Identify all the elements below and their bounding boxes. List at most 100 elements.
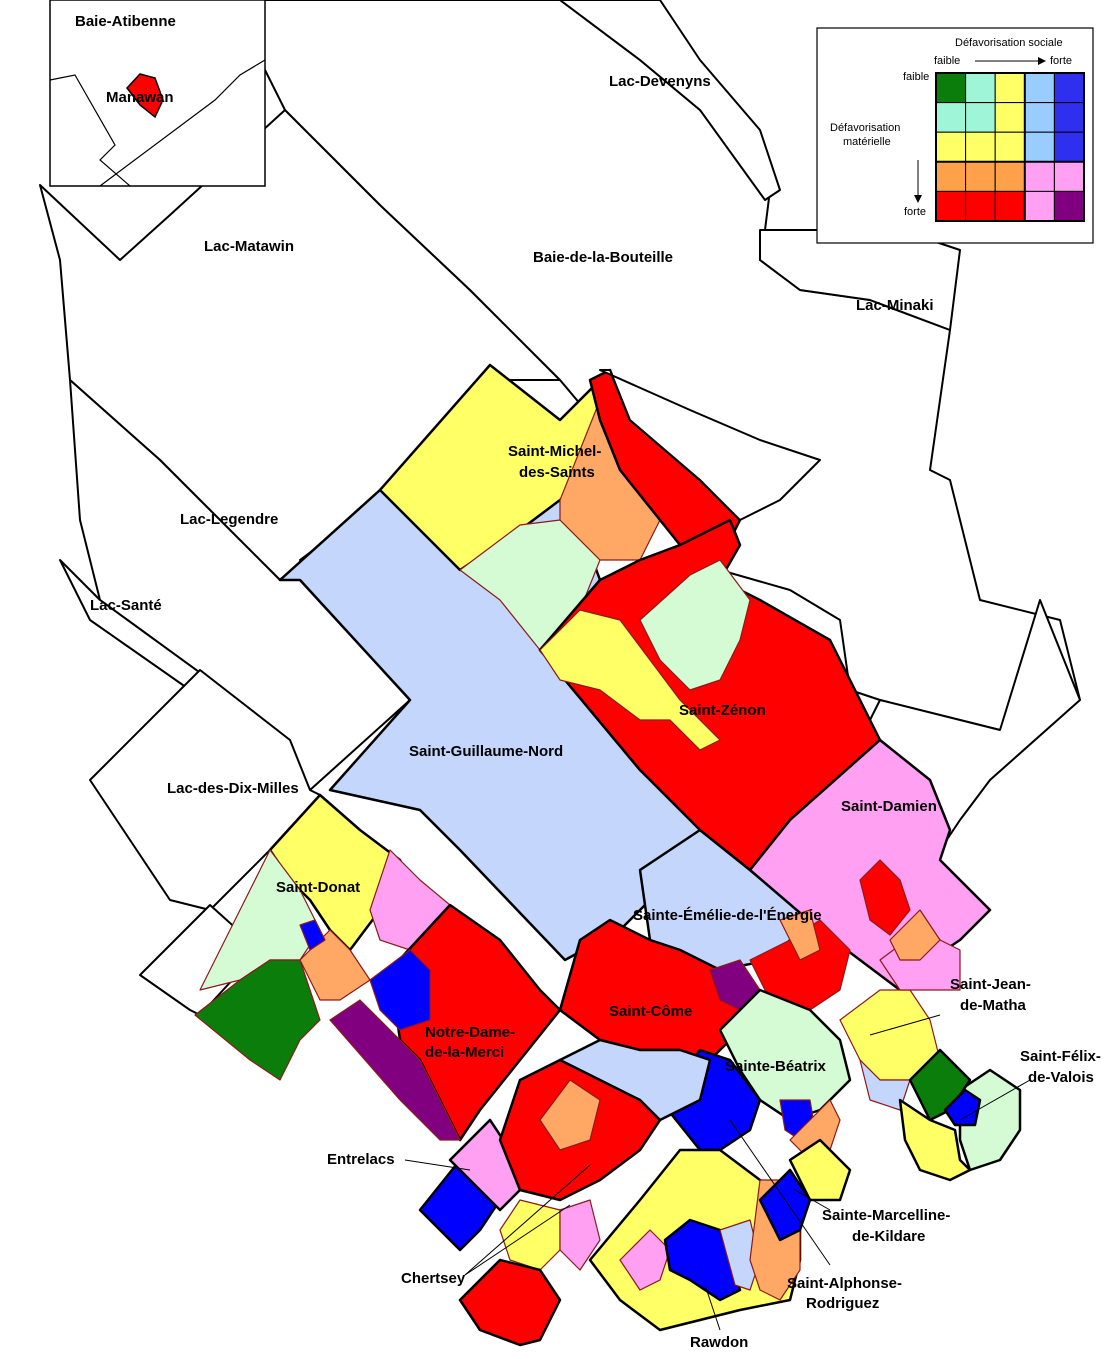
leader-ste-marcelline — [794, 1189, 831, 1211]
leader-chertsey-1 — [464, 1164, 591, 1276]
map-labels: Lac-Devenyns Lac-Matawin Baie-de-la-Bout… — [90, 73, 1101, 1351]
legend-x-high: forte — [1050, 55, 1072, 67]
label-sainte-emelie: Sainte-Émélie-de-l'Énergie — [633, 907, 822, 924]
legend-cell — [1024, 131, 1055, 163]
label-saint-donat: Saint-Donat — [276, 879, 360, 896]
legend-cell — [994, 72, 1026, 104]
region-saint-zenon-yellow — [539, 609, 721, 751]
region-saint-zenon-light-green — [639, 559, 751, 691]
legend-cell — [994, 102, 1026, 133]
region-saint-michel-light-green — [459, 519, 601, 651]
legend-cell — [994, 161, 1026, 192]
label-saint-felix-2: de-Valois — [1028, 1069, 1094, 1086]
region-notre-dame-purple — [329, 999, 461, 1141]
label-saint-zenon: Saint-Zénon — [679, 702, 766, 719]
region-saint-jean-orange — [889, 909, 941, 961]
region-saint-jean-pale-blue — [859, 1059, 911, 1111]
region-notre-dame-blue — [369, 949, 431, 1031]
legend-cell — [965, 190, 996, 222]
region-saint-felix-blue — [943, 1088, 982, 1127]
label-lac-devenyns: Lac-Devenyns — [609, 73, 711, 90]
legend-cell — [1053, 190, 1085, 222]
legend-cell — [935, 190, 967, 222]
label-saint-felix-1: Saint-Félix- — [1020, 1048, 1101, 1065]
leader-chertsey-2 — [464, 1204, 571, 1276]
inset-border-2 — [99, 59, 266, 187]
legend-cell — [965, 161, 996, 192]
label-lac-legendre: Lac-Legendre — [180, 511, 278, 528]
legend-cell — [1024, 102, 1055, 133]
legend-grid-outline — [935, 72, 1085, 222]
region-sainte-marcelline-blue — [758, 1168, 812, 1242]
legend-cell — [1053, 131, 1085, 163]
legend-y-title-2: matérielle — [843, 136, 891, 148]
label-lac-matawin: Lac-Matawin — [204, 238, 294, 255]
leader-rawdon — [704, 1284, 721, 1331]
region-saint-felix-de-valois-light-green — [958, 1068, 1022, 1172]
inset-region-manawan — [126, 73, 164, 119]
label-lac-minaki: Lac-Minaki — [856, 297, 934, 314]
label-saint-michel-1: Saint-Michel- — [508, 443, 601, 460]
unorganized-territories — [39, 0, 1081, 1016]
region-saint-donat-blue — [299, 919, 326, 951]
legend-y-arrowhead — [914, 195, 922, 203]
legend-cell — [1053, 102, 1085, 133]
label-notre-dame-1: Notre-Dame- — [425, 1024, 515, 1041]
legend-cell — [1053, 161, 1085, 192]
label-sainte-marcelline-2: de-Kildare — [852, 1228, 925, 1245]
legend-y-title-1: Défavorisation — [830, 122, 900, 134]
label-saint-jean-1: Saint-Jean- — [950, 976, 1031, 993]
region-saint-donat-green — [194, 959, 321, 1081]
label-notre-dame-2: de-la-Merci — [425, 1044, 504, 1061]
legend-cell — [935, 131, 967, 163]
leader-saint-jean — [869, 1014, 941, 1036]
legend-cell — [965, 131, 996, 163]
region-rawdon-blue — [663, 1218, 742, 1302]
region-ste-emelie-orange — [779, 909, 821, 961]
label-rawdon: Rawdon — [690, 1334, 748, 1351]
legend-y-high: forte — [904, 206, 926, 218]
legend-cell — [935, 161, 967, 192]
inset-border-1 — [49, 74, 131, 187]
legend-grid — [935, 72, 1085, 222]
leader-st-alphonse — [729, 1119, 831, 1266]
legend-cell — [994, 190, 1026, 222]
region-saint-zenon-red — [538, 518, 882, 872]
leader-entrelacs — [404, 1159, 471, 1171]
leader-lines — [404, 1014, 1031, 1331]
label-saint-guillaume-nord: Saint-Guillaume-Nord — [409, 743, 563, 760]
region-chertsey-red-south — [458, 1258, 562, 1347]
legend-cell — [965, 102, 996, 133]
label-entrelacs: Entrelacs — [327, 1151, 395, 1168]
legend-x-arrowhead — [1038, 57, 1046, 65]
label-saint-come: Saint-Côme — [609, 1003, 692, 1020]
legend-cell — [1024, 190, 1055, 222]
inset-label-baie-atibenne: Baie-Atibenne — [75, 13, 176, 30]
label-saint-michel-2: des-Saints — [519, 464, 595, 481]
label-saint-damien: Saint-Damien — [841, 798, 937, 815]
region-lac-devenyns — [559, 0, 781, 201]
region-saint-damien-red — [859, 859, 911, 936]
region-chertsey-pink — [559, 1199, 601, 1271]
label-sainte-beatrix: Sainte-Béatrix — [725, 1058, 827, 1075]
inset-map: Baie-Atibenne Manawan — [49, 0, 266, 187]
legend-cell — [1024, 72, 1055, 104]
label-sainte-marcelline-1: Sainte-Marcelline- — [822, 1207, 950, 1224]
label-saint-alphonse-1: Saint-Alphonse- — [787, 1275, 902, 1292]
legend-cell — [965, 72, 996, 104]
legend-cell — [935, 72, 967, 104]
region-chertsey-pale-blue — [558, 1038, 712, 1122]
region-chertsey-orange — [539, 1079, 601, 1151]
legend-title: Défavorisation sociale — [955, 37, 1063, 49]
legend-x-low: faible — [934, 55, 960, 67]
label-saint-jean-2: de-Matha — [960, 997, 1026, 1014]
inset-label-manawan: Manawan — [106, 89, 174, 106]
legend-cell — [994, 131, 1026, 163]
legend-cell — [1024, 161, 1055, 192]
region-saint-felix-yellow — [898, 1098, 972, 1182]
legend-cell — [935, 102, 967, 133]
municipalities — [194, 363, 1022, 1347]
region-saint-michel-east — [599, 369, 821, 521]
label-lac-sante: Lac-Santé — [90, 597, 162, 614]
